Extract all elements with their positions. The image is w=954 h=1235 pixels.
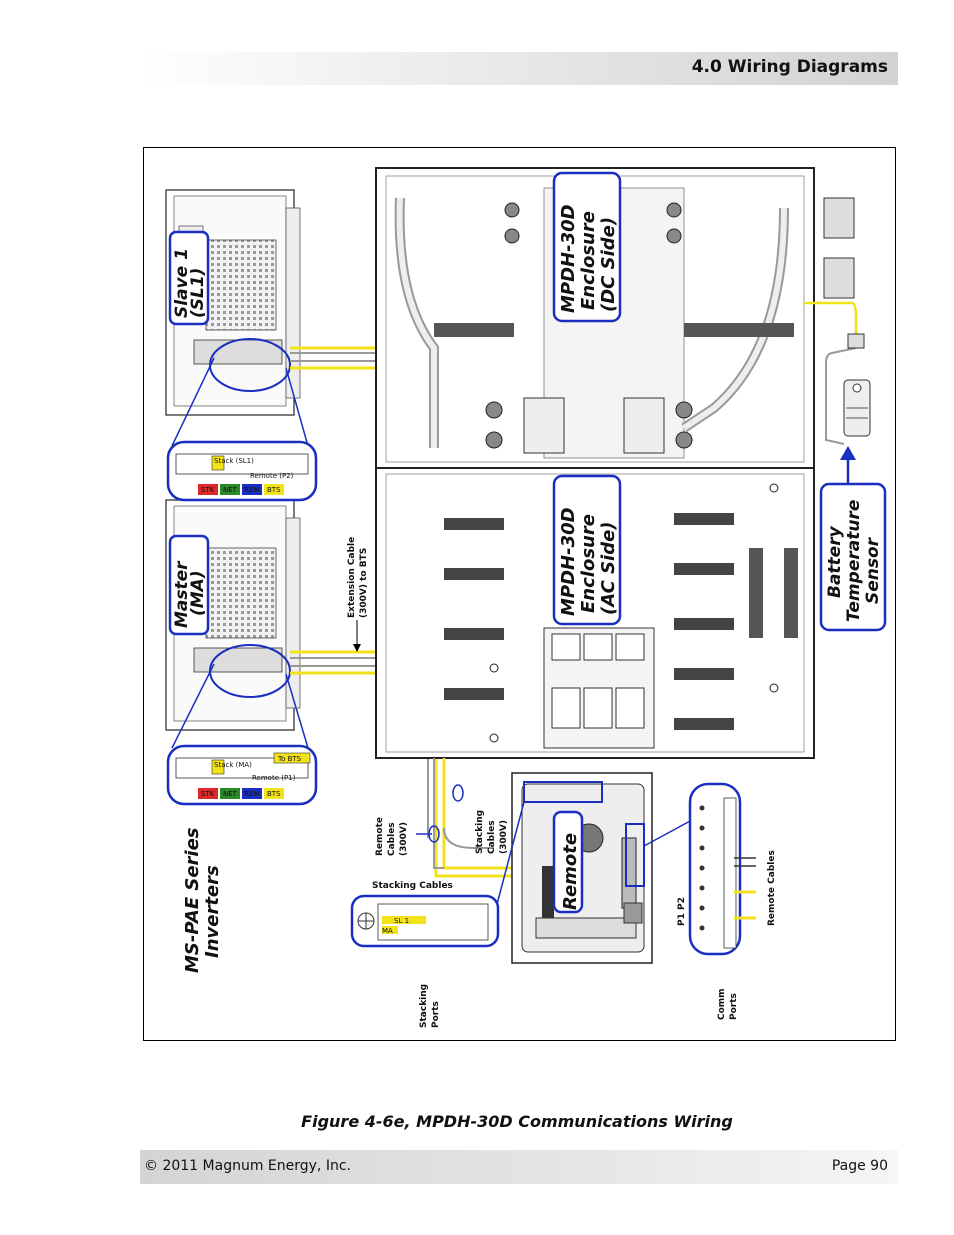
p1-p2-label: P1 P2 [677,897,687,926]
slave-tag-stk: STK [201,486,215,494]
svg-text:(MA): (MA) [188,570,208,616]
master-tag-bts: BTS [267,790,281,798]
svg-text:Cables: Cables [487,820,497,854]
ma-port-label: MA [382,927,393,935]
page-number: Page 90 [831,1158,888,1174]
svg-text:(300V): (300V) [499,820,509,854]
svg-text:MPDH-30D: MPDH-30D [558,507,579,616]
slave-tag-bts: BTS [267,486,281,494]
section-title: 4.0 Wiring Diagrams [691,57,888,77]
svg-text:MS-PAE Series: MS-PAE Series [182,827,203,973]
svg-text:Stacking: Stacking [419,984,429,1028]
master-tag-net: NET [223,790,238,798]
remote-cable-labels: Remote Cables (300V) Stacking Cables (30… [375,784,509,856]
battery-sensor-callout: Battery Temperature Sensor [819,482,887,632]
copyright: © 2011 Magnum Energy, Inc. [144,1158,351,1174]
svg-text:Battery: Battery [825,525,845,598]
stacking-cables-label: Stacking Cables [372,881,453,891]
remote-cables [433,758,494,869]
remote-cables-label: Remote Cables [767,850,777,926]
extension-cable-line-1: Extension Cable [347,537,357,618]
master-port-detail: To BTS Stack (MA) Remote (P1) STK NET RE… [166,744,318,806]
ac-side-callout: MPDH-30D Enclosure (AC Side) [552,474,622,626]
svg-text:(SL1): (SL1) [188,268,208,318]
mpdh-enclosure [375,167,855,759]
figure-caption-text: Figure 4-6e, MPDH-30D Communications Wir… [301,1112,733,1131]
figure-caption: Figure 4-6e, MPDH-30D Communications Wir… [0,1112,954,1131]
master-tag-stk: STK [201,790,215,798]
svg-text:Cables: Cables [387,822,397,856]
svg-text:Remote: Remote [375,817,385,856]
slave-stack-label: Stack (SL1) [214,457,254,465]
svg-text:Sensor: Sensor [863,536,883,604]
page-footer: © 2011 Magnum Energy, Inc. Page 90 [140,1150,898,1184]
svg-text:Stacking: Stacking [475,810,485,854]
master-tag-rem: REM [244,790,259,798]
wiring-diagram: Stack (SL1) Remote (P2) STK NET REM BTS … [143,147,896,1041]
svg-text:Ports: Ports [431,1001,441,1028]
comm-ports-detail: P1 P2 Remote Cables Comm Ports [677,782,777,1020]
wiring-diagram-svg: Stack (SL1) Remote (P2) STK NET REM BTS … [165,167,887,1028]
sl1-port-label: SL 1 [394,917,409,925]
master-stack-label: Stack (MA) [214,761,252,769]
svg-text:Temperature: Temperature [844,500,864,622]
dc-side-callout: MPDH-30D Enclosure (DC Side) [552,171,622,323]
stacking-ports-detail: Stacking Cables SL 1 MA Stacking Ports [350,881,500,1028]
svg-text:Slave 1: Slave 1 [172,248,192,318]
slave-callout: Slave 1 (SL1) [168,230,210,326]
master-callout: Master (MA) [168,534,210,636]
svg-text:Ports: Ports [729,993,739,1020]
slave-remote-label: Remote (P2) [250,472,294,480]
svg-text:(300V): (300V) [399,822,409,856]
svg-text:(AC Side): (AC Side) [598,521,619,615]
remote-callout: Remote [560,833,581,910]
svg-text:(DC Side): (DC Side) [598,217,619,312]
extension-cable-label: Extension Cable (300V) to BTS [347,537,369,652]
slave-tag-rem: REM [244,486,259,494]
svg-text:MPDH-30D: MPDH-30D [558,204,579,313]
battery-sensor-cable [804,301,871,445]
slave-tag-net: NET [223,486,238,494]
slave-port-detail: Stack (SL1) Remote (P2) STK NET REM BTS [166,440,318,502]
svg-text:Enclosure: Enclosure [578,211,599,310]
extension-cable-line-2: (300V) to BTS [359,548,369,618]
svg-text:Inverters: Inverters [202,865,223,958]
svg-text:Master: Master [172,560,192,628]
master-remote-label: Remote (P1) [252,774,296,782]
inverters-callout: MS-PAE Series Inverters [182,827,223,973]
section-header: 4.0 Wiring Diagrams [140,52,898,85]
svg-text:Comm: Comm [717,988,727,1020]
to-bts-label: To BTS [277,755,302,763]
svg-text:Enclosure: Enclosure [578,514,599,613]
